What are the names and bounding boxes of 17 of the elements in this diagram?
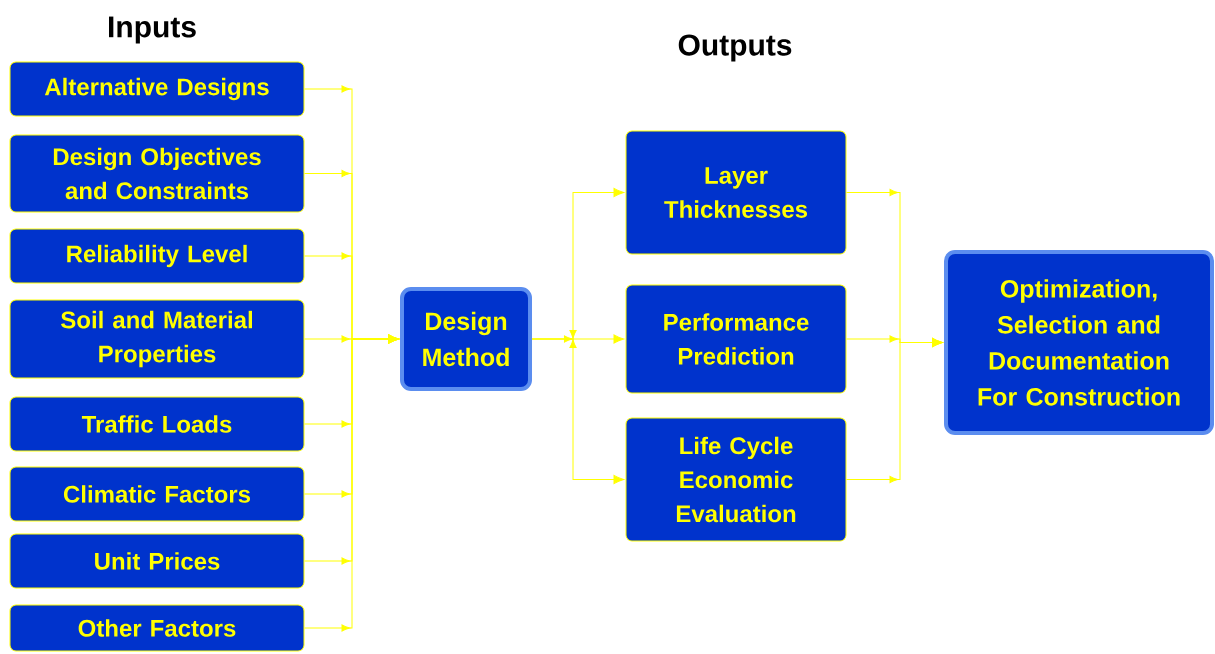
arrow [846,337,943,484]
process-box: Unit Prices [9,533,305,589]
process-box: Layer Thicknesses [625,130,847,255]
process-box: Climatic Factors [9,466,305,522]
process-box: Performance Prediction [625,284,847,394]
arrow [304,334,399,632]
process-box: Life Cycle Economic Evaluation [625,417,847,542]
process-box: Other Factors [9,604,305,652]
heading: Outputs [678,34,792,62]
highlighted-box: Design Method [400,287,532,391]
process-box: Traffic Loads [9,396,305,452]
highlighted-box: Optimization, Selection and Documentation For Construction [944,250,1214,435]
process-box: Soil and Material Properties [9,299,305,379]
process-box: Alternative Designs [9,61,305,117]
arrow [531,330,625,485]
process-box: Design Objectives and Constraints [9,134,305,213]
process-box: Reliability Level [9,228,305,284]
